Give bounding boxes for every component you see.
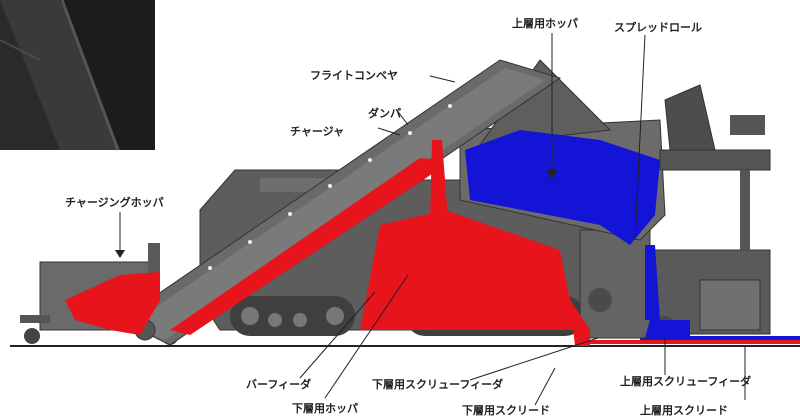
label-upper-hopper: 上層用ホッパ: [512, 16, 578, 30]
label-flight-conveyor: フライトコンベヤ: [310, 69, 398, 82]
label-spread-roll: スプレッドロール: [614, 20, 702, 34]
inset-photo: [0, 0, 155, 151]
label-charger: チャージャ: [290, 125, 344, 138]
leader-lines: [115, 33, 746, 406]
label-damper: ダンパ: [368, 106, 401, 120]
lower-layer-material: [65, 140, 590, 346]
label-upper-screw-feeder: 上層用スクリューフィーダ: [620, 374, 751, 388]
paved-layer-blue: [640, 336, 800, 340]
label-lower-screed: 下層用スクリード: [462, 404, 550, 417]
label-lower-screw-feeder: 下層用スクリューフィーダ: [372, 377, 503, 391]
label-upper-screed: 上層用スクリード: [640, 403, 728, 417]
flight-conveyor: [119, 59, 562, 346]
upper-layer-material: [465, 130, 690, 338]
label-bar-feeder: バーフィーダ: [246, 377, 311, 391]
label-lower-hopper: 下層用ホッパ: [292, 402, 358, 415]
paved-layer-red: [580, 340, 800, 344]
label-charging-hopper: チャージングホッパ: [65, 195, 164, 209]
